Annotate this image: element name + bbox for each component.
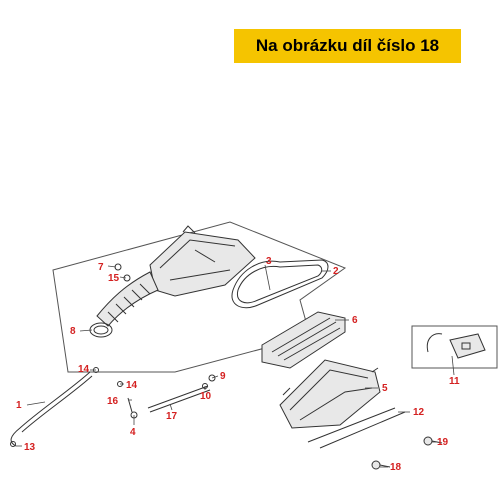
callout-14b: 14 (126, 380, 138, 391)
air-filter-part (261, 311, 346, 369)
clip-9-part (208, 374, 216, 382)
screw-19-part (423, 436, 443, 446)
callout-17: 17 (166, 411, 178, 422)
clip-13-part (10, 441, 16, 447)
callout-2: 2 (333, 266, 339, 277)
callout-1: 1 (16, 400, 22, 411)
drain-tube-part (10, 371, 91, 447)
callout-3: 3 (266, 256, 272, 267)
intake-hose-part (96, 271, 159, 327)
callout-8: 8 (70, 326, 76, 337)
breather-part (426, 333, 486, 359)
callout-15: 15 (108, 273, 120, 284)
filter-housing-part (279, 359, 381, 429)
part11-frame (411, 325, 498, 369)
callout-11: 11 (449, 376, 460, 387)
wire-part (307, 407, 406, 449)
intake-box-part (149, 225, 256, 297)
intake-group-frame (52, 221, 347, 373)
hose-clamp-part (89, 322, 113, 338)
callout-16: 16 (107, 396, 119, 407)
part-number-banner: Na obrázku díl číslo 18 (234, 29, 461, 63)
callout-9: 9 (220, 371, 226, 382)
callout-19: 19 (437, 437, 449, 448)
callout-6: 6 (352, 315, 358, 326)
screw-18-part (371, 460, 391, 470)
callout-7: 7 (98, 262, 104, 273)
callout-12: 12 (413, 407, 425, 418)
callout-5: 5 (382, 383, 388, 394)
callout-18: 18 (390, 462, 402, 473)
breather-hose-part (147, 385, 209, 409)
leader-lines (16, 264, 455, 468)
gasket-part (231, 259, 329, 309)
callout-10: 10 (200, 391, 212, 402)
callout-13: 13 (24, 442, 36, 453)
callout-14a: 14 (78, 364, 90, 375)
callout-4: 4 (130, 427, 136, 438)
